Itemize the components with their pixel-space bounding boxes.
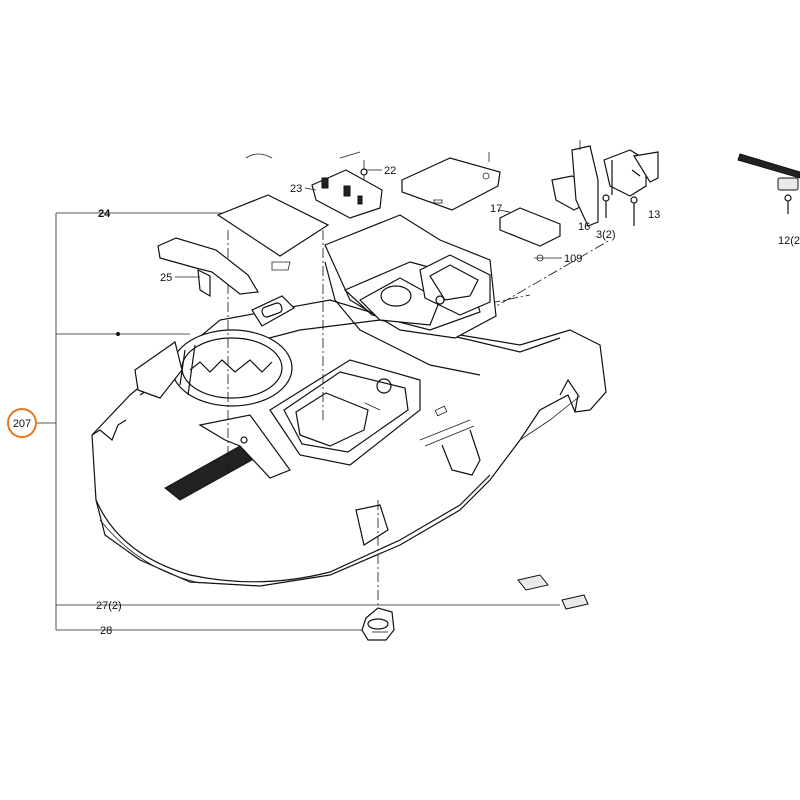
center-recess	[269, 359, 448, 466]
label-27: 27(2)	[96, 600, 122, 612]
label-28: 28	[100, 625, 112, 637]
far-right-parts	[737, 153, 800, 214]
label-24: 24	[98, 208, 111, 220]
label-109: 109	[564, 253, 582, 265]
pads-and-foot	[361, 574, 589, 641]
socket-part	[251, 295, 295, 327]
left-ramp	[164, 414, 291, 501]
label-12: 12(2	[778, 235, 800, 247]
part-24-lid	[216, 194, 330, 271]
right-brackets	[551, 140, 659, 227]
callout-leaders	[116, 169, 562, 336]
label-22: 22	[384, 165, 396, 177]
label-16: 16	[578, 221, 590, 233]
label-207: 207	[13, 418, 31, 430]
top-cover-plate	[245, 151, 501, 211]
label-25: 25	[160, 272, 172, 284]
part-23-connector	[311, 160, 383, 219]
dial-opening	[134, 329, 293, 407]
part-25-handle	[157, 237, 259, 298]
highlight-circle	[7, 408, 37, 438]
label-13: 13	[648, 209, 660, 221]
callout-labels: 207 24 25 23 22 17 109 16 3(2) 13 12(2 2…	[7, 165, 800, 637]
label-17: 17	[490, 203, 502, 215]
part-17-plate	[499, 207, 561, 262]
label-3: 3(2)	[596, 229, 616, 241]
bracket-lines	[34, 212, 560, 631]
label-23: 23	[290, 183, 302, 195]
upper-compartment	[324, 214, 497, 376]
